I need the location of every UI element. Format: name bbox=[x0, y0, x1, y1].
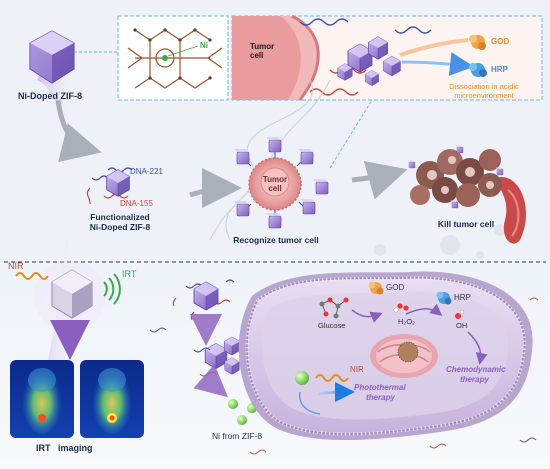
label-irt-imaging: IRT imaging bbox=[36, 443, 93, 453]
label-god-bottom: GOD bbox=[386, 283, 405, 292]
label-nir-bottom: NIR bbox=[350, 365, 364, 374]
label-chemodynamic-1: Chemodynamic bbox=[446, 365, 506, 374]
label-photothermal-2: therapy bbox=[366, 393, 395, 402]
label-oh: OH bbox=[456, 321, 468, 330]
label-ni-from-zif8: Ni from ZIF-8 bbox=[212, 431, 263, 441]
label-tumor-cell-center: Tumor cell bbox=[262, 175, 288, 193]
label-hrp-bottom: HRP bbox=[454, 293, 471, 302]
label-glucose: Glucose bbox=[318, 321, 346, 330]
label-recognize-tumor-cell: Recognize tumor cell bbox=[233, 235, 319, 245]
label-dna-221: DNA-221 bbox=[130, 167, 163, 176]
label-chemodynamic-2: therapy bbox=[460, 375, 489, 384]
label-ni-doped-zif8: Ni-Doped ZIF-8 bbox=[18, 91, 82, 101]
label-h2o2: H₂O₂ bbox=[398, 317, 416, 326]
label-dissociation-1: Dissociation in acidic bbox=[449, 82, 519, 91]
label-god-top: GOD bbox=[491, 37, 510, 46]
label-hrp-top: HRP bbox=[491, 65, 508, 74]
label-functionalized-2: Ni-Doped ZIF-8 bbox=[89, 222, 151, 232]
label-ni-atom: Ni bbox=[200, 41, 208, 50]
label-kill-tumor-cell: Kill tumor cell bbox=[437, 219, 495, 229]
label-nir-left: NIR bbox=[8, 261, 24, 271]
label-tumor-cell-inset: Tumor cell bbox=[250, 42, 275, 61]
label-dissociation-2: microenvironment bbox=[454, 91, 514, 100]
label-dna-155: DNA-155 bbox=[120, 199, 153, 208]
label-irt: IRT bbox=[122, 269, 137, 279]
label-functionalized-1: Functionalized bbox=[90, 212, 150, 222]
label-photothermal-1: Photothermal bbox=[354, 383, 406, 392]
